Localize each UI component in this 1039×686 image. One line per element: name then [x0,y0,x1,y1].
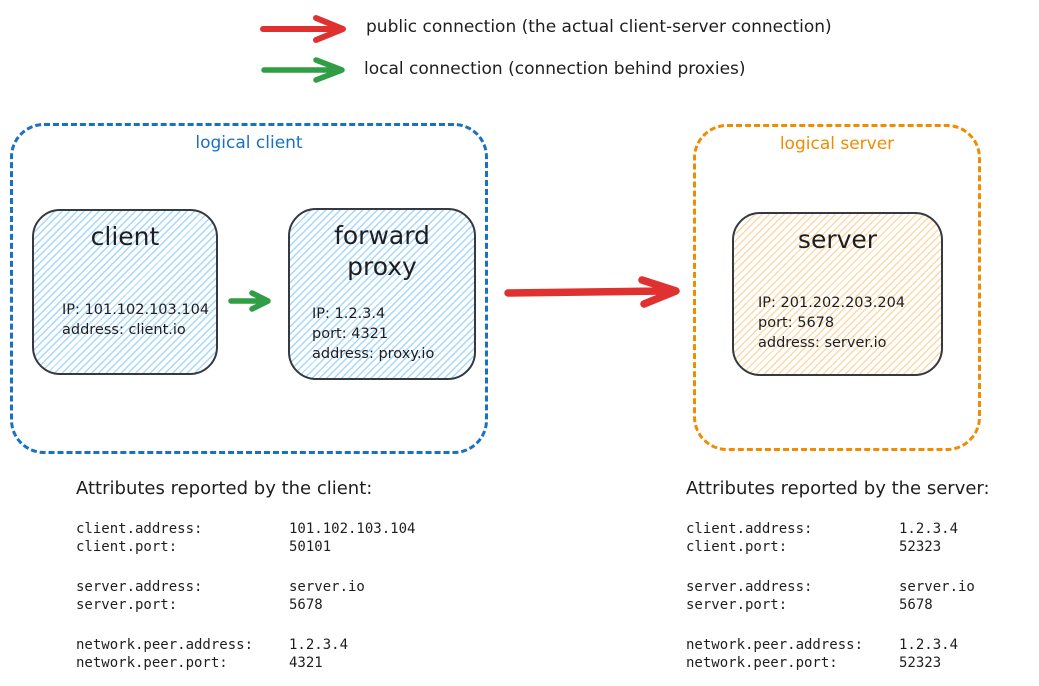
client-node-details: IP: 101.102.103.104 address: client.io [62,300,209,340]
attr-value: 52323 [899,538,942,555]
server-ip: IP: 201.202.203.204 [758,295,906,311]
attr-row: server.address: server.io [76,579,406,597]
server-attributes-title: Attributes reported by the server: [686,478,990,499]
client-ip: IP: 101.102.103.104 [62,302,210,318]
server-node: server IP: 201.202.203.204 port: 5678 ad… [732,212,943,376]
attr-value: 5678 [289,596,323,613]
attr-value: server.io [289,579,365,595]
attr-key: client.address: [686,521,813,537]
logical-client-label: logical client [195,133,303,153]
attr-row: client.address: 1.2.3.4 [686,521,1016,539]
local-connection-label: local connection (connection behind prox… [364,59,746,79]
attr-row: server.port: 5678 [76,597,406,615]
attr-row: network.peer.address: 1.2.3.4 [686,637,1016,655]
client-node: client IP: 101.102.103.104 address: clie… [32,209,218,375]
server-port: port: 5678 [758,315,835,331]
attr-key: client.port: [686,538,788,555]
server-node-title: server [797,225,878,254]
logical-server-group: logical server server IP: 201.202.203.20… [693,124,981,451]
attr-key: server.port: [76,596,178,613]
logical-client-group: logical client client IP: 101.102.103.10… [10,123,488,454]
attr-key: network.peer.port: [76,654,228,671]
attr-key: client.address: [76,521,203,537]
client-address: address: client.io [62,322,186,338]
proxy-ip: IP: 1.2.3.4 [312,306,386,322]
server-address: address: server.io [758,335,887,351]
network-peer-group: network.peer.address: 1.2.3.4 network.pe… [686,637,1016,672]
local-connection-arrow-icon [259,56,357,84]
attr-value: 1.2.3.4 [899,637,959,653]
public-connection-arrow-icon [258,14,358,44]
attr-value: 50101 [289,538,332,555]
client-attributes-panel: Attributes reported by the client: clien… [76,477,415,686]
proxy-to-server-arrow-icon [502,276,692,308]
attr-value: 101.102.103.104 [289,521,416,537]
logical-server-label: logical server [779,134,895,154]
attr-row: server.address: server.io [686,579,1016,597]
attr-row: network.peer.port: 52323 [686,655,1016,673]
server-node-details: IP: 201.202.203.204 port: 5678 address: … [758,293,905,353]
attr-value: 1.2.3.4 [289,637,349,653]
attr-key: server.address: [76,579,203,595]
proxy-address: address: proxy.io [312,346,435,362]
forward-proxy-node-title: forward proxy [334,221,430,281]
attr-key: server.address: [686,579,813,595]
attr-row: client.address: 101.102.103.104 [76,521,415,539]
client-attributes-title: Attributes reported by the client: [76,478,373,499]
attr-key: network.peer.port: [686,654,838,671]
attr-row: client.port: 50101 [76,539,406,557]
attr-row: server.port: 5678 [686,597,1016,615]
attr-key: server.port: [686,596,788,613]
attr-row: network.peer.port: 4321 [76,655,406,673]
attr-value: 1.2.3.4 [899,521,959,537]
attr-value: 5678 [899,596,933,613]
client-address-group: client.address: 1.2.3.4 client.port: 523… [686,521,1016,556]
server-address-group: server.address: server.io server.port: 5… [686,579,1016,614]
attr-key: client.port: [76,538,178,555]
client-address-group: client.address: 101.102.103.104 client.p… [76,521,415,557]
public-connection-label: public connection (the actual client-ser… [366,17,832,37]
client-node-title: client [90,222,160,251]
client-to-proxy-arrow-icon [227,289,277,313]
attr-row: network.peer.address: 1.2.3.4 [76,637,406,655]
attr-row: client.port: 52323 [686,539,1016,557]
proxy-port: port: 4321 [312,326,389,342]
server-address-group: server.address: server.io server.port: 5… [76,579,406,614]
server-attributes-panel: Attributes reported by the server: clien… [686,477,1016,686]
network-peer-group: network.peer.address: 1.2.3.4 network.pe… [76,637,406,672]
attr-value: 4321 [289,654,323,671]
attr-key: network.peer.address: [686,637,864,653]
forward-proxy-node-details: IP: 1.2.3.4 port: 4321 address: proxy.io [312,304,434,364]
attr-key: network.peer.address: [76,637,254,653]
forward-proxy-node: forward proxy IP: 1.2.3.4 port: 4321 add… [288,208,476,380]
attr-value: 52323 [899,654,942,671]
attr-value: server.io [899,579,975,595]
